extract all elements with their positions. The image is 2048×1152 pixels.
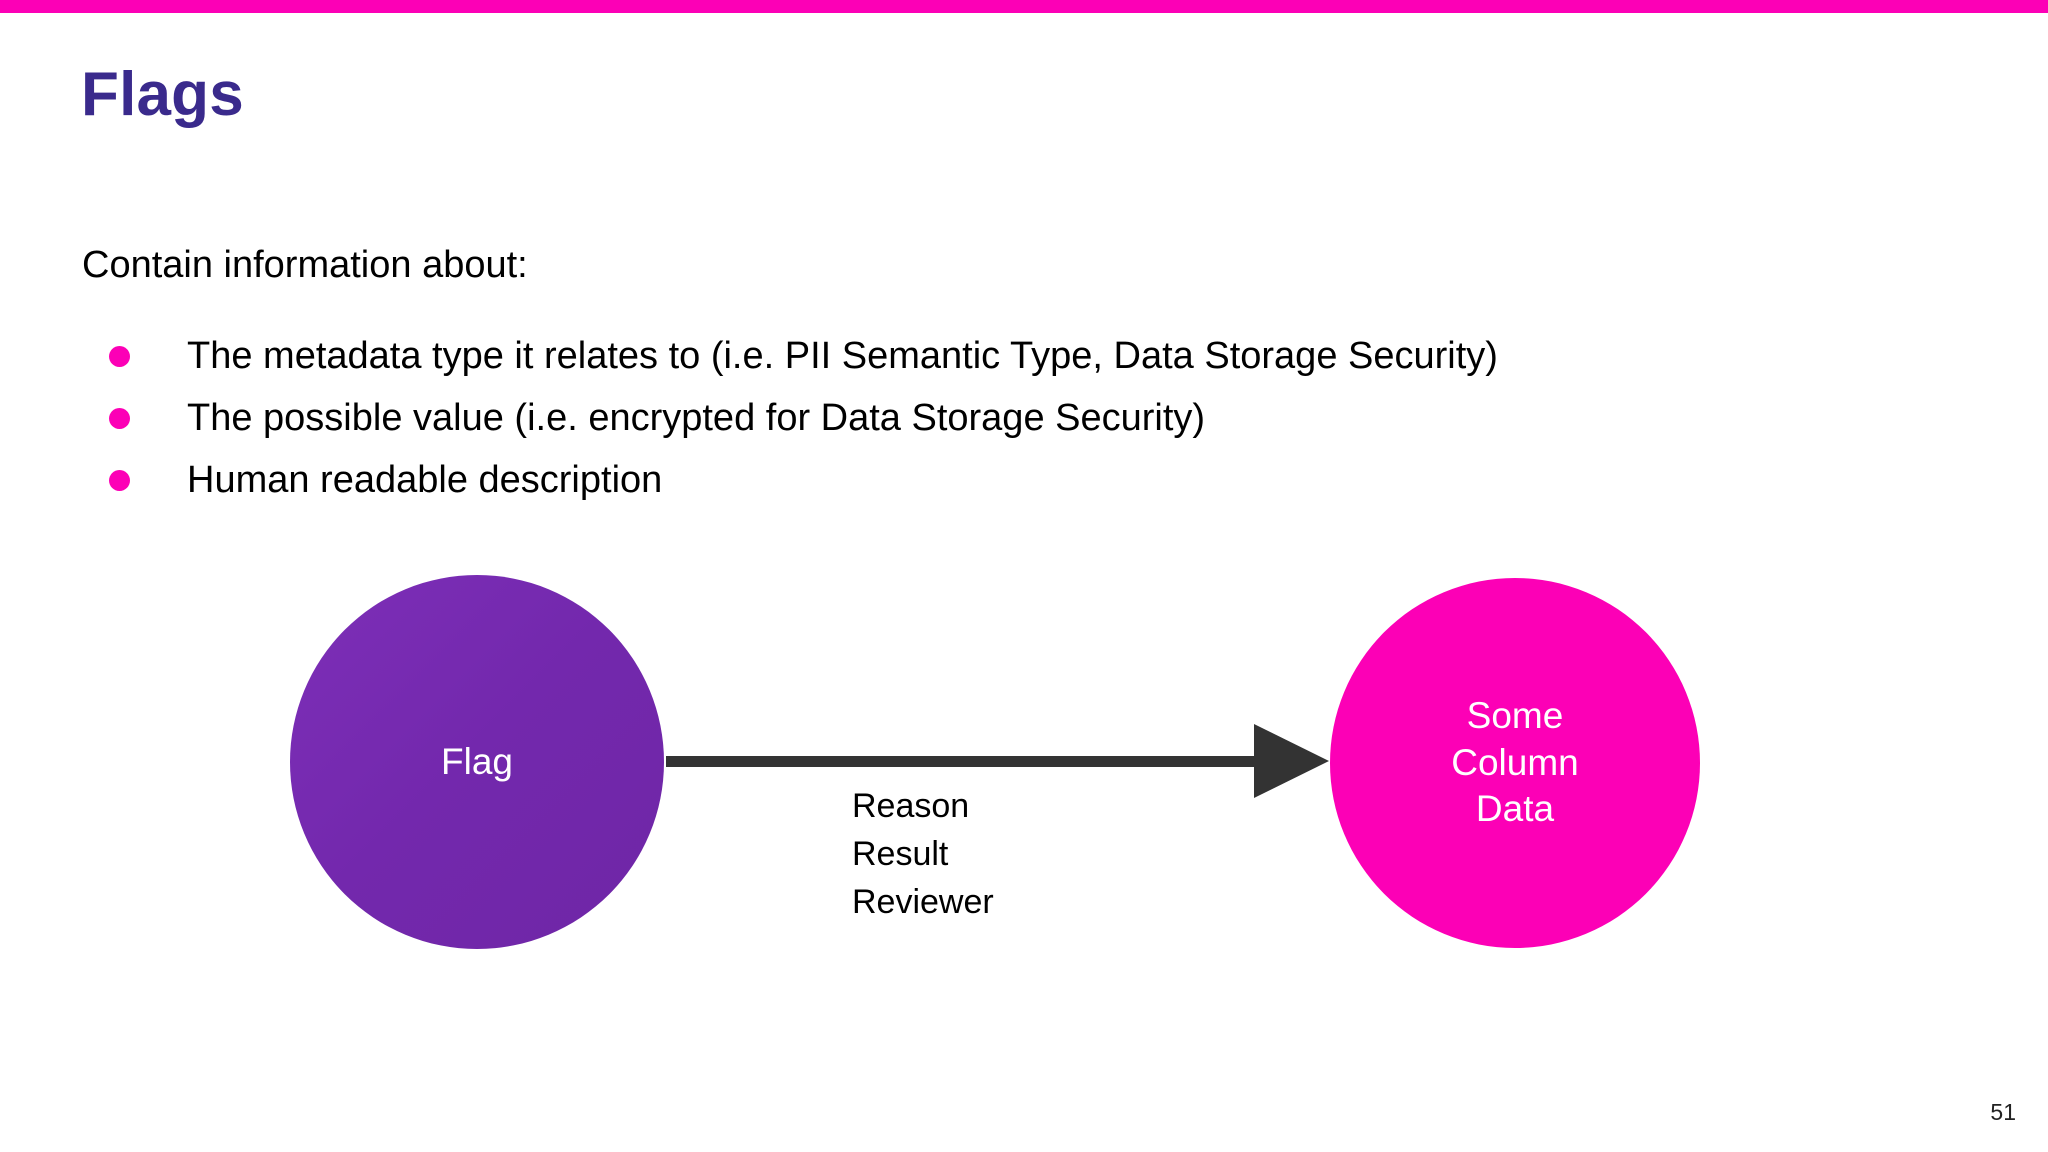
list-item-label: The metadata type it relates to (i.e. PI… xyxy=(187,335,1498,377)
diagram-node-flag: Flag xyxy=(290,575,664,949)
node-label-line-2: Column xyxy=(1451,741,1579,783)
diagram-node-column-data: Some Column Data xyxy=(1330,578,1700,948)
bullet-dot-icon xyxy=(109,346,130,367)
list-item: The possible value (i.e. encrypted for D… xyxy=(82,387,1962,449)
diagram-node-column-data-label: Some Column Data xyxy=(1451,693,1579,833)
edge-caption-line-reviewer: Reviewer xyxy=(852,883,994,921)
node-label-line-1: Some xyxy=(1466,695,1564,737)
bullet-dot-icon xyxy=(109,470,130,491)
list-item-label: Human readable description xyxy=(187,459,663,501)
page-number: 51 xyxy=(1990,1099,2016,1125)
diagram-edge-caption: Reason Result Reviewer xyxy=(852,782,994,926)
page-title: Flags xyxy=(81,60,244,129)
bullet-dot-icon xyxy=(109,408,130,429)
top-accent-bar xyxy=(0,0,2048,13)
bullet-list: The metadata type it relates to (i.e. PI… xyxy=(82,325,1962,511)
node-label-line-3: Data xyxy=(1475,788,1555,830)
edge-caption-line-reason: Reason xyxy=(852,787,970,825)
arrow-right-icon xyxy=(1254,724,1329,798)
list-item: The metadata type it relates to (i.e. PI… xyxy=(82,325,1962,387)
intro-text: Contain information about: xyxy=(82,244,528,286)
list-item-label: The possible value (i.e. encrypted for D… xyxy=(187,397,1206,439)
edge-caption-line-result: Result xyxy=(852,835,949,873)
list-item: Human readable description xyxy=(82,449,1962,511)
diagram-arrow-shaft xyxy=(666,756,1262,767)
diagram-node-flag-label: Flag xyxy=(441,740,513,782)
